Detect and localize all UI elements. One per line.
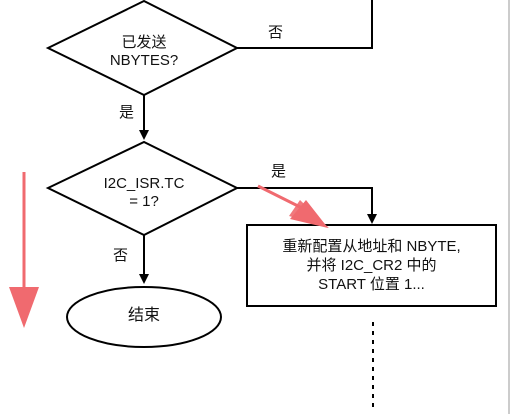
process-label: 重新配置从地址和 NBYTE, 并将 I2C_CR2 中的 START 位置 1… xyxy=(249,237,494,294)
process-box xyxy=(246,224,497,307)
process-line1: 重新配置从地址和 NBYTE, xyxy=(282,238,461,255)
decision1-label: 已发送 NBYTES? xyxy=(94,34,194,70)
decision2-line2: = 1? xyxy=(129,193,159,210)
decision1-yes-label: 是 xyxy=(119,104,135,121)
decision2-yes-label: 是 xyxy=(271,163,287,180)
decision-nbytes-sent xyxy=(45,0,240,97)
decision2-label: I2C_ISR.TC = 1? xyxy=(84,175,204,211)
decision1-no-label: 否 xyxy=(268,24,284,41)
decision2-line1: I2C_ISR.TC xyxy=(103,175,185,192)
top-loop-line xyxy=(237,0,373,49)
yes-connector-2 xyxy=(237,187,377,224)
decision1-line1: 已发送 xyxy=(121,34,167,51)
end-label: 结束 xyxy=(127,307,160,324)
process-line3: START 位置 1... xyxy=(318,276,425,293)
annotation-down-arrow xyxy=(9,172,39,328)
end-terminator xyxy=(66,286,222,348)
decision1-line2: NBYTES? xyxy=(109,52,179,69)
decision2-no-label: 否 xyxy=(113,247,129,264)
annotation-diagonal-arrow xyxy=(257,184,329,228)
process-line2: 并将 I2C_CR2 中的 xyxy=(306,257,437,274)
